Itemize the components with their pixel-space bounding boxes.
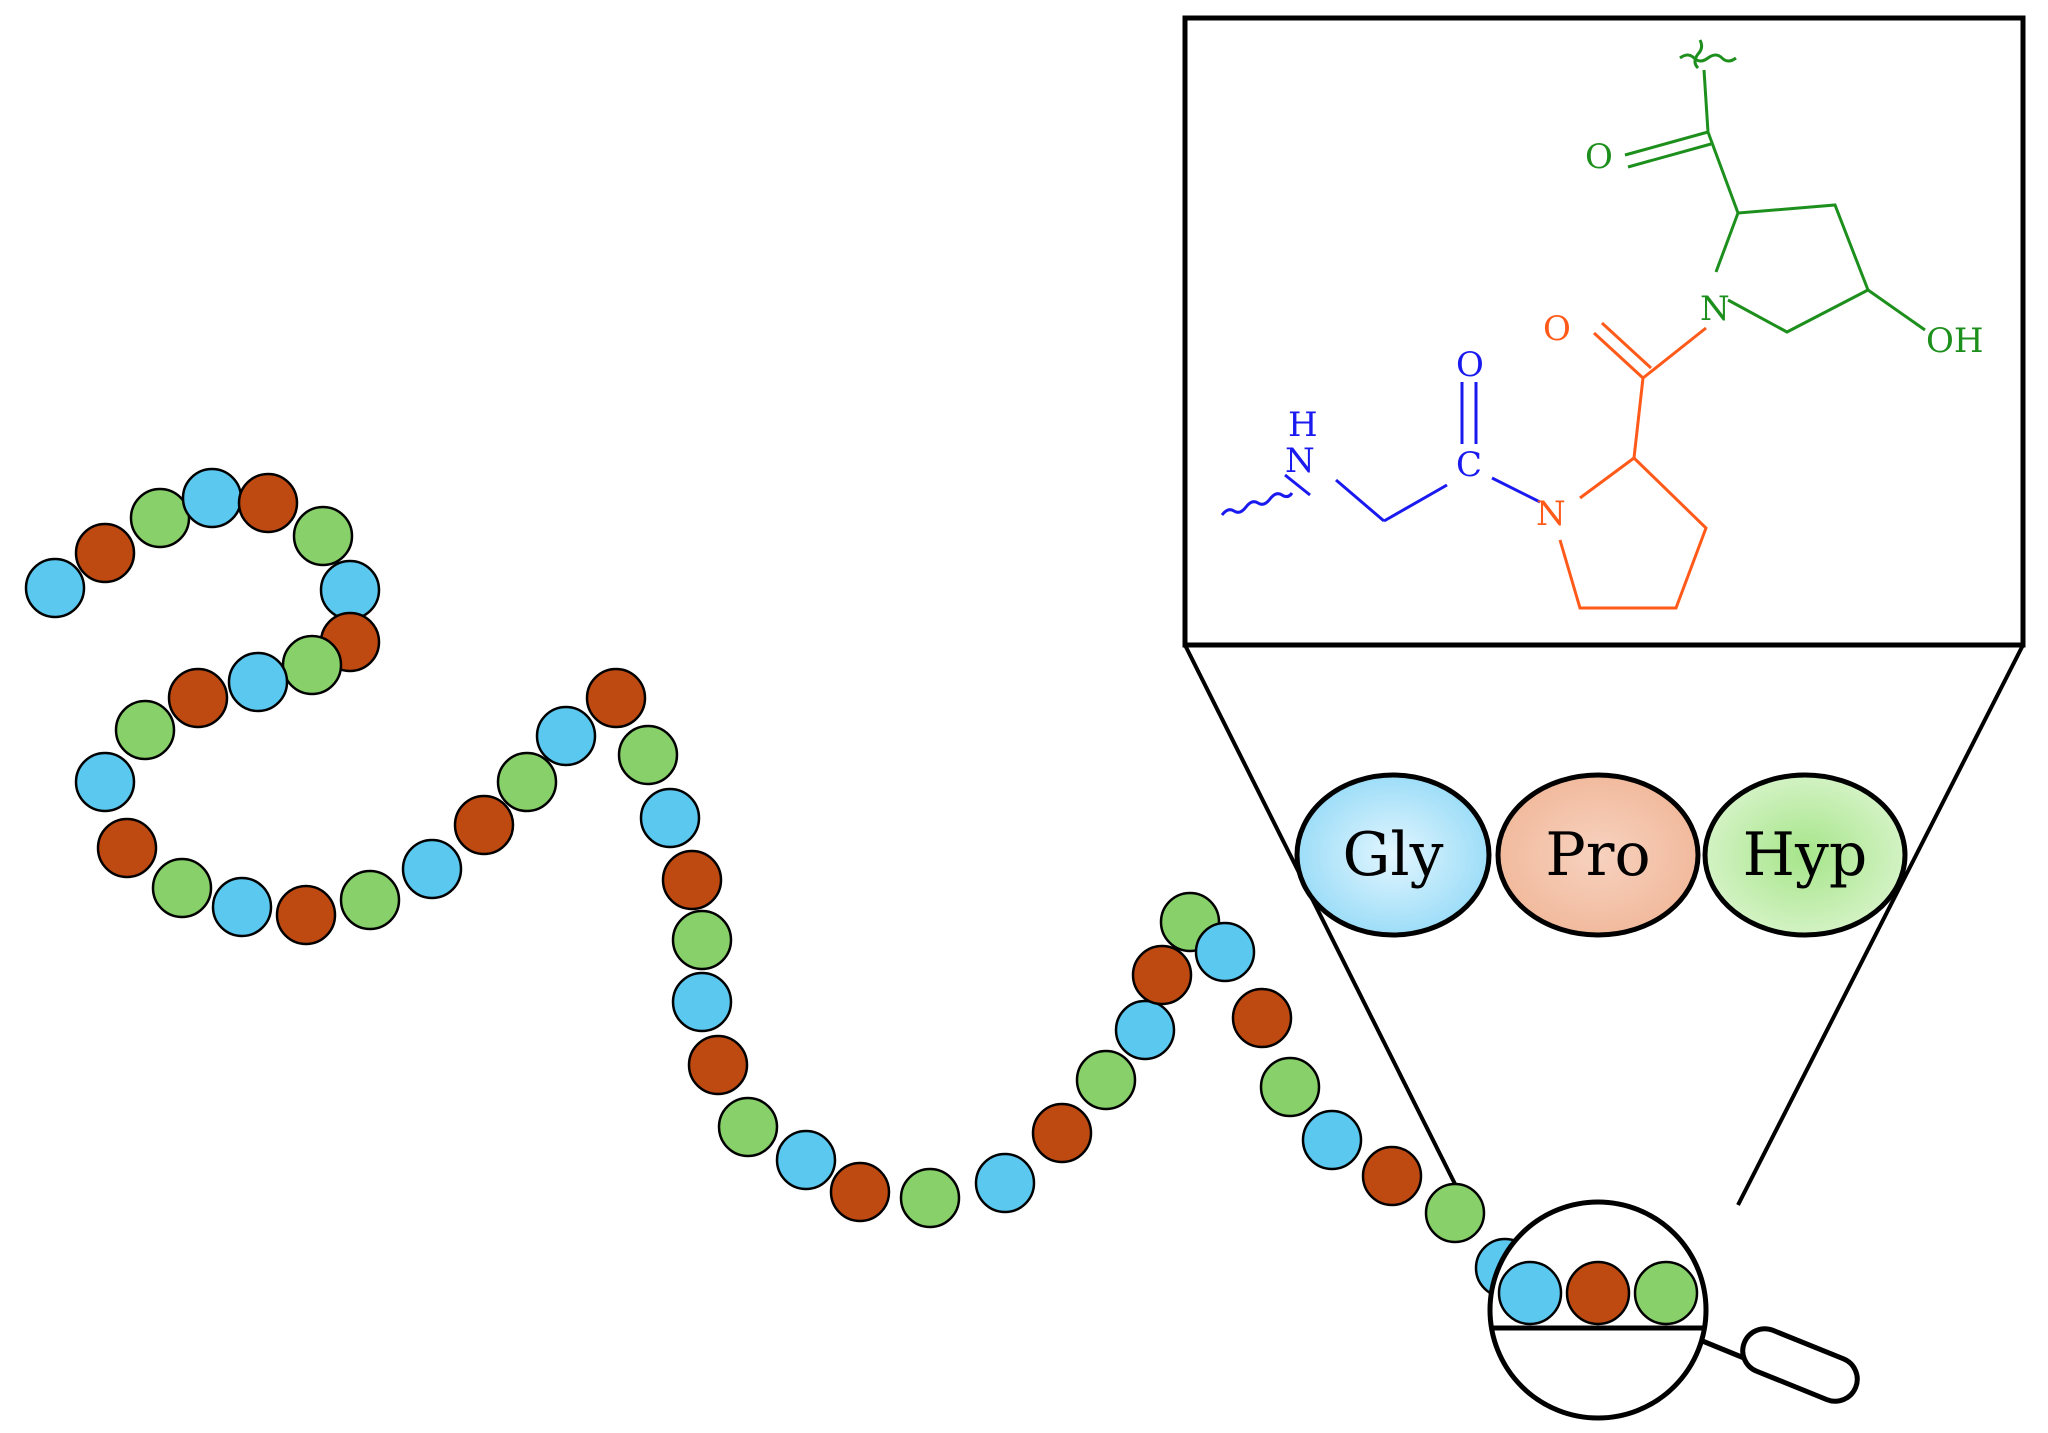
hyp-oh-atom: OH — [1926, 321, 1984, 361]
hyp-label: Hyp — [1743, 820, 1868, 890]
chain-bead-gly — [211, 876, 273, 938]
chain-bead-hyp — [496, 751, 558, 813]
chain-bead-gly — [401, 838, 463, 900]
chain-bead-hyp — [899, 1167, 961, 1229]
magnified-bead-hyp — [1633, 1260, 1699, 1326]
chain-bead-gly — [1194, 921, 1256, 983]
pro-n-atom: N — [1536, 494, 1566, 534]
chain-bead-gly — [974, 1152, 1036, 1214]
gly-structure — [1220, 382, 1541, 523]
chain-bead-gly — [227, 651, 289, 713]
chain-bead-gly — [24, 557, 86, 619]
chain-bead-pro — [96, 817, 158, 879]
collagen-chain — [24, 467, 1587, 1351]
chain-bead-pro — [1031, 1102, 1093, 1164]
gly-n-atom: N — [1285, 441, 1315, 481]
tripeptide-unit: Gly Pro Hyp — [1294, 772, 1908, 938]
chain-bead-pro — [237, 472, 299, 534]
chain-bead-gly — [181, 467, 243, 529]
pro-o-atom: O — [1543, 309, 1571, 349]
pro-label: Pro — [1545, 820, 1650, 890]
chain-bead-hyp — [617, 724, 679, 786]
chain-bead-pro — [167, 667, 229, 729]
chain-bead-gly — [1114, 999, 1176, 1061]
chain-bead-gly — [535, 705, 597, 767]
chain-bead-gly — [319, 559, 381, 621]
chain-bead-pro — [453, 794, 515, 856]
hyp-residue — [1702, 772, 1908, 938]
chain-bead-hyp — [114, 699, 176, 761]
chain-bead-hyp — [1259, 1056, 1321, 1118]
gly-c-atom: C — [1456, 445, 1482, 485]
gly-label: Gly — [1342, 820, 1443, 890]
chain-bead-hyp — [281, 634, 343, 696]
chain-bead-pro — [687, 1034, 749, 1096]
zoom-projection-lines — [1183, 644, 2025, 1206]
chain-bead-pro — [829, 1161, 891, 1223]
chain-bead-hyp — [129, 487, 191, 549]
chain-bead-gly — [671, 971, 733, 1033]
chain-bead-hyp — [339, 869, 401, 931]
chain-bead-hyp — [671, 909, 733, 971]
gly-wavy-bond — [1220, 492, 1294, 516]
hyp-n-atom: N — [1700, 289, 1730, 329]
chain-bead-gly — [74, 751, 136, 813]
chain-bead-pro — [585, 667, 647, 729]
magnified-bead-pro — [1565, 1260, 1631, 1326]
hyp-o-atom: O — [1585, 137, 1613, 177]
gly-h-atom: H — [1288, 405, 1318, 445]
hyp-structure — [1624, 39, 1926, 334]
chain-bead-pro — [74, 522, 136, 584]
chain-bead-pro — [1131, 944, 1193, 1006]
chain-bead-hyp — [292, 505, 354, 567]
hyp-wavy-bond — [1679, 39, 1737, 70]
chain-bead-hyp — [1424, 1182, 1486, 1244]
chain-bead-hyp — [717, 1096, 779, 1158]
chain-bead-gly — [639, 787, 701, 849]
magnifying-glass-icon — [1487, 1199, 1860, 1421]
pro-residue — [1495, 772, 1701, 938]
chain-bead-gly — [775, 1129, 837, 1191]
chain-bead-hyp — [1075, 1049, 1137, 1111]
chain-bead-gly — [1301, 1109, 1363, 1171]
gly-residue — [1294, 772, 1492, 938]
chain-bead-pro — [1231, 987, 1293, 1049]
chain-bead-hyp — [151, 857, 213, 919]
pro-structure — [1558, 321, 1708, 610]
chain-bead-pro — [275, 884, 337, 946]
structure-box — [1182, 15, 2026, 648]
chain-bead-pro — [1361, 1145, 1423, 1207]
chain-bead-pro — [661, 849, 723, 911]
magnified-bead-gly — [1497, 1260, 1563, 1326]
gly-o-atom: O — [1456, 345, 1484, 385]
